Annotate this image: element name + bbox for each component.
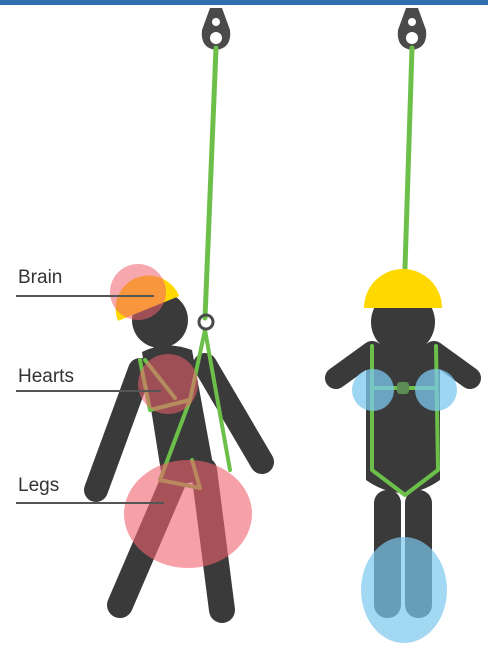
- brain-danger-zone: [110, 264, 166, 320]
- right-lanyard: [405, 48, 412, 268]
- legs-leader-line: [16, 502, 164, 504]
- legs-label: Legs: [18, 476, 59, 495]
- brain-label: Brain: [18, 268, 62, 287]
- brain-leader-line: [16, 295, 154, 297]
- hearts-leader-line: [16, 390, 161, 392]
- right-helmet-icon: [364, 269, 442, 308]
- right-shoulder-safe-zone-left: [352, 369, 394, 411]
- right-anchor-icon: [398, 8, 426, 50]
- legs-danger-zone: [124, 460, 252, 568]
- hearts-label: Hearts: [18, 367, 74, 386]
- left-figure: [96, 8, 262, 610]
- left-figure-arm-left: [96, 370, 140, 490]
- hearts-danger-zone: [138, 354, 198, 414]
- left-lanyard: [205, 48, 216, 318]
- right-figure-torso: [366, 341, 440, 493]
- right-shoulder-safe-zone-right: [415, 369, 457, 411]
- right-legs-safe-zone: [361, 537, 447, 643]
- left-anchor-icon: [202, 8, 230, 50]
- right-figure: [336, 8, 470, 643]
- right-chest-buckle-icon: [397, 382, 409, 394]
